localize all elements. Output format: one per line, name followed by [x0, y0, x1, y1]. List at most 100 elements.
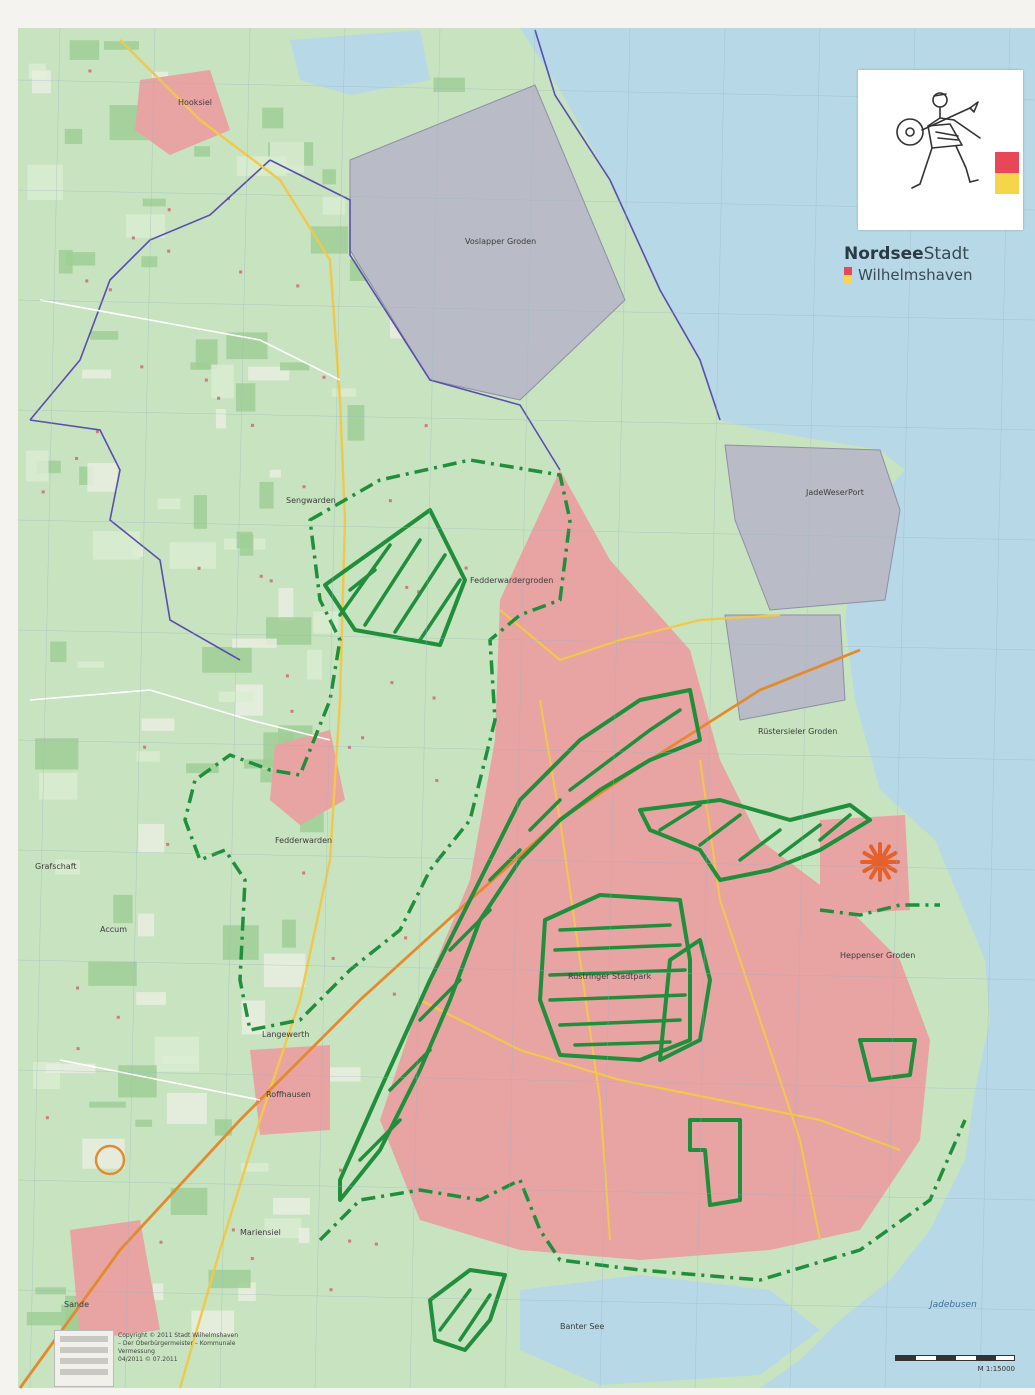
grid-line	[17, 629, 1035, 651]
protected-zone-green-corridor	[338, 688, 702, 1202]
field-patch	[141, 718, 175, 731]
grid-line	[17, 849, 1035, 871]
hatch-line	[658, 803, 702, 832]
grid-line	[124, 27, 156, 1389]
field-patch	[27, 164, 63, 200]
field-patch	[118, 1065, 157, 1098]
place-label-sengwarden: Sengwarden	[286, 496, 336, 505]
farmstead-mark	[197, 566, 201, 570]
field-patch	[45, 1063, 96, 1074]
brand-name-bold: Nordsee	[844, 244, 924, 264]
farmstead-mark	[166, 842, 170, 846]
hatch-line	[738, 828, 782, 862]
field-patch	[322, 169, 336, 185]
place-label-fedderwarden: Fedderwarden	[275, 836, 333, 845]
farmstead-mark	[390, 681, 394, 685]
field-patch	[64, 128, 83, 145]
farmstead-mark	[331, 956, 335, 960]
field-patch	[88, 961, 137, 986]
hatch-line	[363, 538, 422, 627]
protected-zone-dashed-south	[318, 1119, 967, 1282]
place-label-accum: Accum	[100, 925, 127, 934]
industrial-area-jadeweserport	[724, 444, 901, 611]
farmstead-mark	[116, 1015, 120, 1019]
farmstead-mark	[131, 236, 135, 240]
urban-area-roffhausen	[250, 1045, 330, 1135]
municipal-border	[29, 29, 721, 661]
grid-line	[17, 519, 1035, 541]
lake-north	[290, 30, 430, 95]
field-patch	[298, 1227, 310, 1244]
urban-area-fedderwarden	[270, 730, 345, 825]
field-patch	[87, 462, 118, 492]
protected-zone-canal	[688, 1118, 742, 1207]
farmstead-mark	[361, 736, 365, 740]
scale-bar: M 1:15000	[895, 1355, 1015, 1373]
farmstead-mark	[339, 1168, 343, 1172]
hatch-line	[558, 923, 672, 932]
field-patch	[269, 469, 281, 478]
grid-line	[17, 409, 1035, 431]
road	[419, 999, 901, 1152]
farmstead-mark	[302, 485, 306, 489]
hatch-line	[418, 978, 462, 1022]
protected-zone-southwest	[428, 1268, 507, 1352]
copyright-line-3: Vermessung	[118, 1348, 155, 1356]
hatch-line	[438, 1288, 472, 1332]
farmstead-mark	[424, 424, 428, 428]
road	[499, 609, 781, 662]
farmstead-mark	[388, 499, 392, 503]
field-patch	[39, 772, 78, 800]
field-patch	[190, 362, 211, 370]
place-label-fedderwardergroden: Fedderwardergroden	[470, 576, 554, 585]
farmstead-mark	[417, 590, 421, 594]
grid-line	[504, 27, 536, 1389]
farmstead-mark	[159, 1240, 163, 1244]
grid-line	[17, 1069, 1035, 1091]
field-patch	[170, 1187, 208, 1215]
field-patch	[226, 332, 268, 360]
field-patch	[135, 1119, 153, 1127]
place-label-hooksiel: Hooksiel	[178, 98, 212, 107]
field-patch	[25, 450, 49, 482]
grid-line	[694, 27, 726, 1389]
hatch-line	[458, 1293, 492, 1342]
map-legend	[54, 1330, 114, 1387]
place-label-banter-see: Banter See	[560, 1322, 605, 1331]
field-patch	[65, 252, 96, 266]
field-patch	[195, 339, 218, 370]
place-label-sande: Sande	[64, 1300, 90, 1309]
farmstead-mark	[322, 375, 326, 379]
hatch-line	[608, 728, 652, 762]
field-patch	[215, 408, 226, 429]
field-patch	[142, 198, 166, 207]
field-patch	[232, 638, 277, 648]
place-label-ruestringer-stadtpark: Rüstringer Stadtpark	[568, 972, 652, 981]
field-patch	[136, 992, 166, 1006]
copyright-line-1: Copyright © 2011 Stadt Wilhelmshaven	[118, 1332, 239, 1339]
protected-zone-stadtpark	[538, 893, 692, 1062]
farmstead-mark	[464, 566, 468, 570]
farmstead-mark	[259, 574, 263, 578]
field-patch	[282, 919, 296, 948]
grid-line	[17, 1289, 1035, 1311]
brand-name: NordseeStadt	[844, 244, 1034, 265]
legend-row	[60, 1369, 108, 1375]
farmstead-mark	[88, 69, 92, 73]
protected-zone-dashed-outer	[183, 458, 572, 1032]
road	[29, 689, 331, 741]
field-patch	[138, 823, 165, 853]
place-label-roffhausen: Roffhausen	[266, 1090, 311, 1099]
road	[539, 699, 611, 1241]
landmark-star-icon	[860, 842, 900, 882]
field-patch	[89, 1101, 126, 1108]
field-patch	[202, 646, 252, 673]
scale-text: M 1:15000	[977, 1365, 1015, 1373]
field-patch	[26, 1311, 62, 1326]
field-patch	[55, 859, 81, 875]
place-label-mariensiel: Mariensiel	[240, 1228, 281, 1237]
farmstead-mark	[143, 745, 147, 749]
hatch-line	[388, 1048, 432, 1092]
